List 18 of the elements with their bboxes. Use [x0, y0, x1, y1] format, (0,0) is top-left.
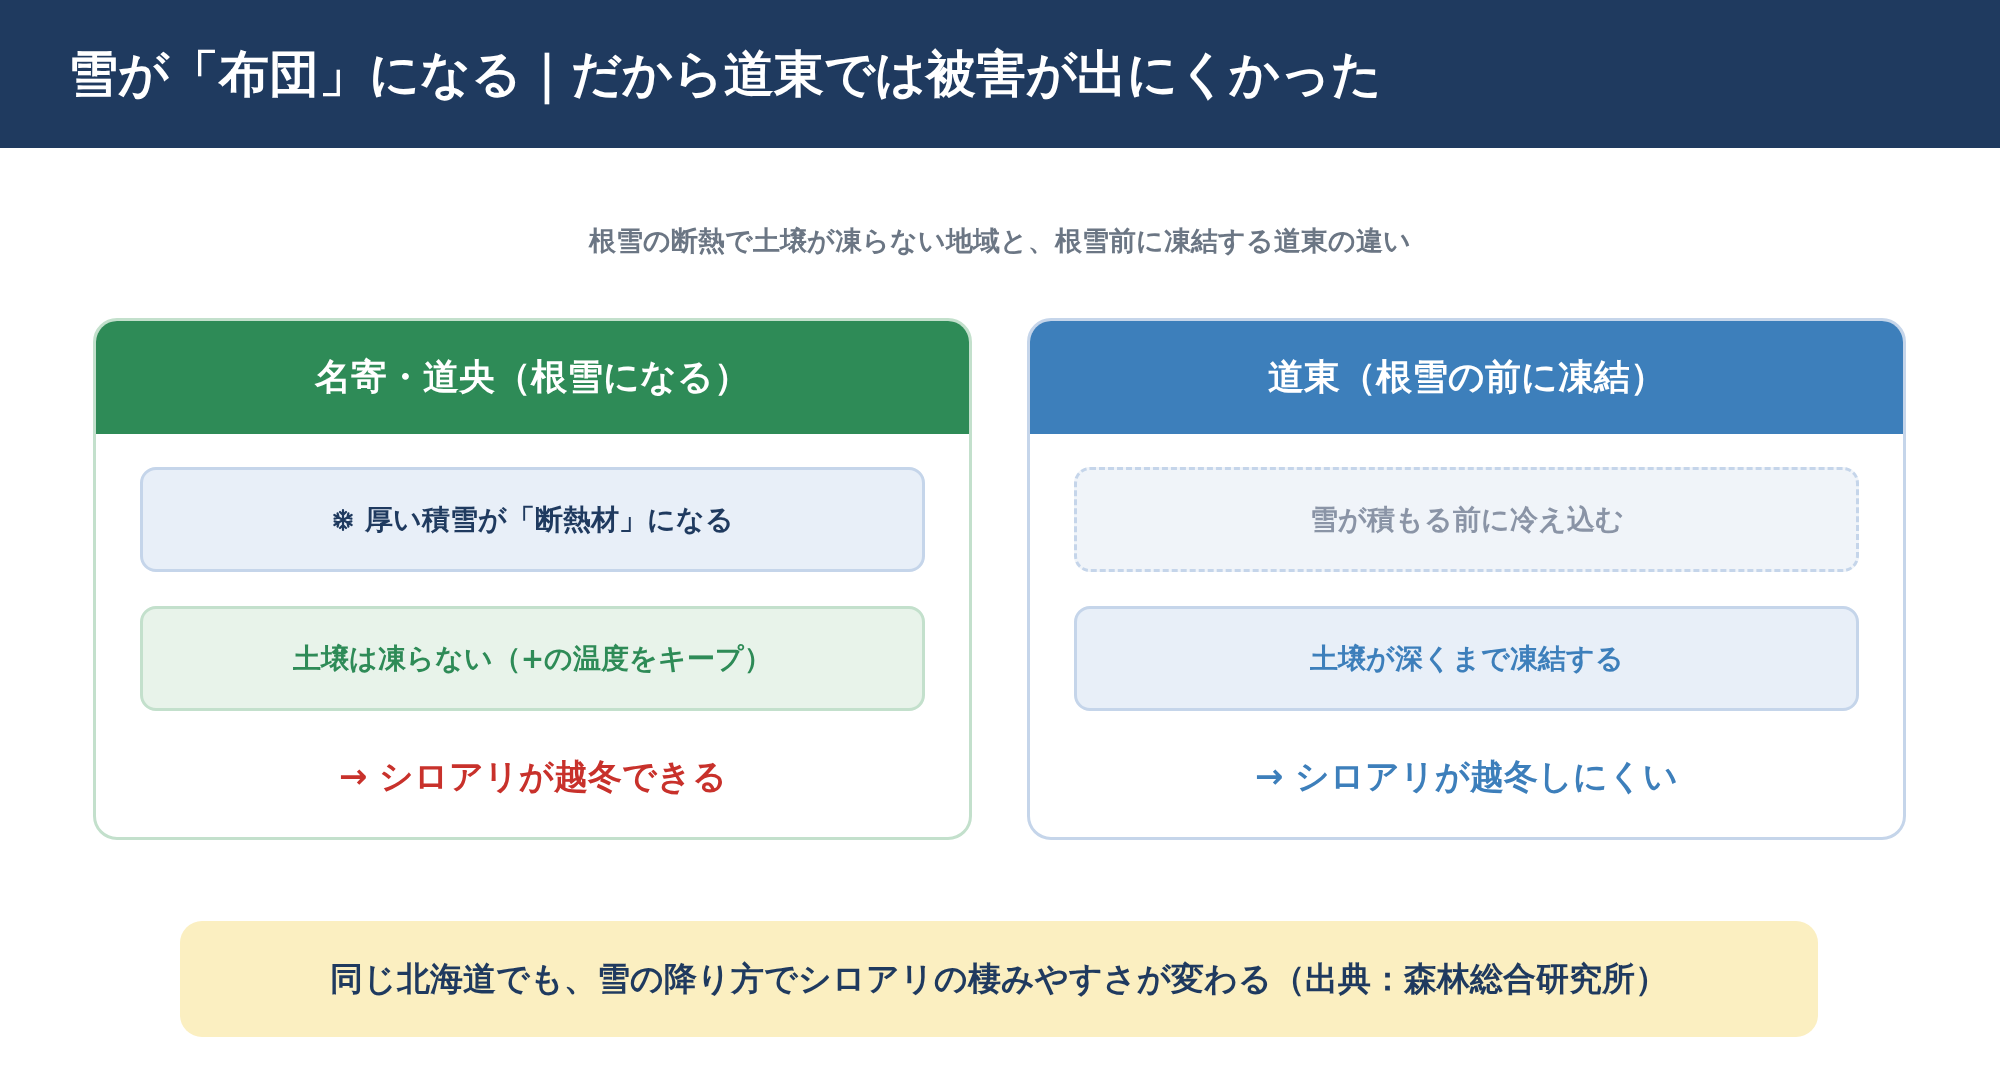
summary-banner [180, 921, 1818, 1037]
result-text: → シロアリが越冬しにくい [1255, 755, 1679, 798]
comparison-card [1027, 318, 1906, 840]
page-title: 雪が「布団」になる｜だから道東では被害が出にくかった [68, 44, 1382, 104]
card-header: 道東（根雪の前に凍結） [1030, 321, 1903, 434]
fact-text: 厚い積雪が「断熱材」になる [365, 501, 734, 538]
fact-panel [1074, 606, 1859, 711]
comparison-card [93, 318, 972, 840]
fact-panel [140, 606, 925, 711]
result-text: → シロアリが越冬できる [339, 755, 728, 798]
card-header: 名寄・道央（根雪になる） [96, 321, 969, 434]
fact-panel [1074, 467, 1859, 572]
subtitle: 根雪の断熱で土壌が凍らない地域と、根雪前に凍結する道東の違い [589, 224, 1411, 258]
fact-text: 土壌が深くまで凍結する [1309, 640, 1624, 677]
fact-text: 雪が積もる前に冷え込む [1309, 501, 1624, 538]
fact-text: 土壌は凍らない（+の温度をキープ） [292, 640, 773, 677]
fact-panel [140, 467, 925, 572]
summary-text: 同じ北海道でも、雪の降り方でシロアリの棲みやすさが変わる（出典：森林総合研究所） [330, 958, 1668, 1000]
